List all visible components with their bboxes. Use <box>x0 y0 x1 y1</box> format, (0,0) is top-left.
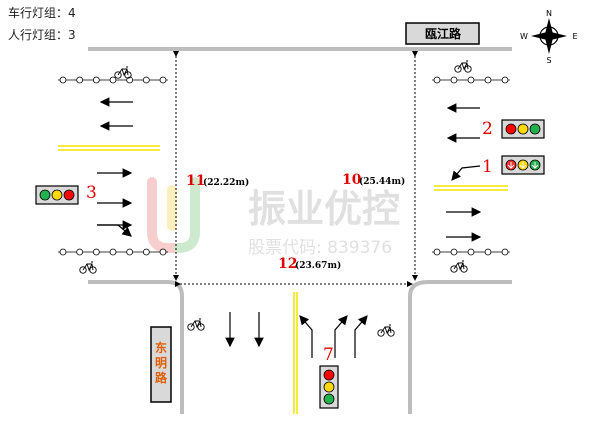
arrow-northbound-right-2 <box>354 315 368 358</box>
bike-lane-markers <box>58 76 510 256</box>
watermark-code: 股票代码: 839376 <box>248 238 392 258</box>
arrow-northbound-right-1 <box>334 315 348 358</box>
bike-lane-marker <box>142 248 150 256</box>
east-approach-arrows <box>446 103 482 242</box>
arrow-northbound-left <box>299 315 313 358</box>
bike-lane-marker <box>450 248 458 256</box>
traffic-signal-7 <box>319 365 339 409</box>
crosswalk-11-length: (22.22m) <box>203 177 249 188</box>
bicycle-icons <box>79 60 472 337</box>
bike-lane-marker <box>142 76 150 84</box>
bike-lane-marker <box>467 248 475 256</box>
crosswalk-12-number: 12 <box>278 256 297 272</box>
watermark: 振业优控 股票代码: 839376 <box>147 177 400 258</box>
bicycle-icon <box>377 324 395 337</box>
svg-text:瓯江路: 瓯江路 <box>425 26 462 41</box>
crosswalk-10-number: 10 <box>342 172 362 188</box>
traffic-signal-1 <box>501 155 545 175</box>
arrow-eastbound-right-turn <box>97 224 132 237</box>
bike-lane-marker <box>484 248 492 256</box>
svg-text:N: N <box>546 9 552 18</box>
traffic-signal-2 <box>501 119 545 139</box>
bike-lane-marker <box>467 76 475 84</box>
signal-7-label: 7 <box>323 345 334 365</box>
south-approach-arrows <box>225 312 368 358</box>
signal-3-label: 3 <box>86 183 97 203</box>
road-name-bottom-left-text: 东明路 <box>155 340 168 385</box>
bike-lane-marker <box>92 248 100 256</box>
crosswalk-11-number: 11 <box>186 173 205 189</box>
bike-lane-marker <box>501 76 509 84</box>
west-approach-arrows <box>97 97 133 237</box>
bicycle-icon <box>454 60 472 73</box>
svg-text:S: S <box>546 56 551 65</box>
bike-lane-marker <box>450 76 458 84</box>
bike-lane-marker <box>433 76 441 84</box>
signal-1-pointer-arrow <box>451 165 481 181</box>
crosswalk-10-length: (25.44m) <box>359 176 405 187</box>
bicycle-icon <box>187 318 205 331</box>
signal-2-label: 2 <box>482 119 493 139</box>
compass-icon: N S W E <box>520 9 577 65</box>
crosswalk-12-length: (23.67m) <box>295 260 341 271</box>
bicycle-icon <box>114 66 132 79</box>
road-name-bottom-left: 东明路 <box>150 326 172 403</box>
bike-lane-marker <box>92 76 100 84</box>
watermark-brand: 振业优控 <box>248 187 400 231</box>
pedestrian-signal-group-count: 人行灯组：3 <box>8 28 76 42</box>
bike-lane-marker <box>484 76 492 84</box>
svg-text:W: W <box>520 32 528 41</box>
bicycle-icon <box>450 260 468 273</box>
bike-lane-marker <box>159 248 167 256</box>
svg-text:E: E <box>572 32 577 41</box>
bike-lane-marker <box>159 76 167 84</box>
bike-lane-marker <box>59 248 67 256</box>
traffic-signal-3 <box>35 185 79 205</box>
signal-1-label: 1 <box>482 157 493 177</box>
bike-lane-marker <box>76 76 84 84</box>
vehicle-signal-group-count: 车行灯组：4 <box>8 6 76 20</box>
bike-lane-marker <box>76 248 84 256</box>
bike-lane-marker <box>109 76 117 84</box>
bike-lane-marker <box>59 76 67 84</box>
bike-lane-marker <box>109 248 117 256</box>
bicycle-icon <box>79 261 97 274</box>
bike-lane-marker <box>126 248 134 256</box>
bike-lane-marker <box>433 248 441 256</box>
road-edge-bottom-right <box>408 280 512 414</box>
bike-lane-marker <box>501 248 509 256</box>
road-name-top: 瓯江路 <box>405 22 480 45</box>
